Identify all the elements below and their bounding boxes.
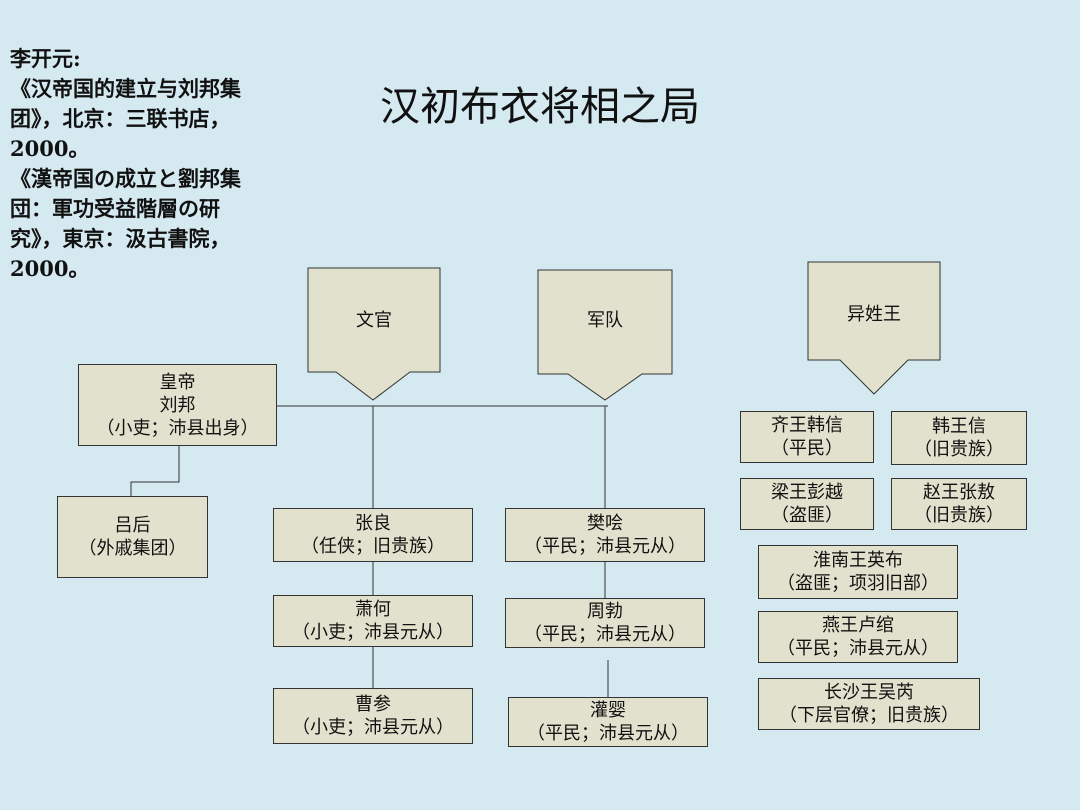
category-label-military: 军队: [587, 310, 623, 331]
node-note: （平民；沛县元从）: [527, 723, 689, 744]
node-note: （小吏；沛县元从）: [292, 622, 454, 643]
node-note: （下层官僚；旧贵族）: [779, 705, 959, 726]
node-name: 灌婴: [590, 700, 626, 721]
node-king: 齐王韩信 （平民）: [740, 411, 874, 463]
node-civil-official: 曹参 （小吏；沛县元从）: [273, 688, 473, 744]
node-note: （盗匪）: [771, 505, 843, 526]
node-name: 韩王信: [932, 416, 986, 437]
node-king: 长沙王吴芮 （下层官僚；旧贵族）: [758, 678, 980, 730]
node-name: 淮南王英布: [813, 550, 903, 571]
node-name: 赵王张敖: [923, 482, 995, 503]
node-name: 樊哙: [587, 513, 623, 534]
node-name: 周勃: [587, 601, 623, 622]
node-military: 灌婴 （平民；沛县元从）: [508, 697, 708, 747]
arrow-civil: [307, 267, 441, 401]
category-label-kings: 异姓王: [847, 304, 901, 325]
node-empress: 吕后 （外戚集团）: [57, 496, 208, 578]
node-civil-official: 张良 （任侠；旧贵族）: [273, 508, 473, 562]
citation-author: 李开元:: [10, 46, 81, 71]
node-note: （平民）: [771, 438, 843, 459]
node-king: 淮南王英布 （盗匪；项羽旧部）: [758, 545, 958, 599]
node-name: 萧何: [355, 599, 391, 620]
node-military: 周勃 （平民；沛县元从）: [505, 598, 705, 648]
citation-block: 李开元: 《汉帝国的建立与刘邦集团》，北京：三联书店，2000。 《漢帝国の成立…: [10, 44, 260, 284]
node-note: （平民；沛县元从）: [524, 624, 686, 645]
node-name: 齐王韩信: [771, 415, 843, 436]
arrow-kings: [807, 261, 941, 395]
node-note: （小吏；沛县元从）: [292, 717, 454, 738]
node-note: （平民；沛县元从）: [524, 536, 686, 557]
node-empress-note: （外戚集团）: [78, 538, 187, 559]
node-note: （盗匪；项羽旧部）: [777, 573, 939, 594]
citation-book-japanese: 《漢帝国の成立と劉邦集団：軍功受益階層の研究》，東京：汲古書院，2000。: [10, 166, 241, 281]
node-king: 赵王张敖 （旧贵族）: [891, 478, 1027, 530]
citation-book-chinese: 《汉帝国的建立与刘邦集团》，北京：三联书店，2000。: [10, 76, 241, 161]
node-note: （任侠；旧贵族）: [301, 536, 445, 557]
node-name: 梁王彭越: [771, 482, 843, 503]
node-civil-official: 萧何 （小吏；沛县元从）: [273, 595, 473, 647]
node-military: 樊哙 （平民；沛县元从）: [505, 508, 705, 562]
node-king: 韩王信 （旧贵族）: [891, 411, 1027, 465]
node-note: （旧贵族）: [914, 439, 1004, 460]
category-label-civil: 文官: [356, 310, 392, 331]
node-empress-name: 吕后: [114, 515, 151, 536]
node-emperor-title: 皇帝: [159, 371, 196, 393]
line-emperor-empress: [130, 446, 180, 496]
node-note: （平民；沛县元从）: [777, 638, 939, 659]
node-name: 长沙王吴芮: [824, 682, 914, 703]
page-title: 汉初布衣将相之局: [380, 84, 700, 130]
node-name: 张良: [355, 513, 391, 534]
node-king: 梁王彭越 （盗匪）: [740, 478, 874, 530]
node-emperor-note: （小吏；沛县出身）: [96, 417, 259, 439]
node-king: 燕王卢绾 （平民；沛县元从）: [758, 611, 958, 663]
node-emperor-name: 刘邦: [159, 394, 196, 416]
node-name: 曹参: [355, 694, 391, 715]
node-name: 燕王卢绾: [822, 615, 894, 636]
arrow-military: [537, 269, 673, 401]
node-note: （旧贵族）: [914, 505, 1004, 526]
node-emperor: 皇帝 刘邦 （小吏；沛县出身）: [78, 364, 277, 446]
